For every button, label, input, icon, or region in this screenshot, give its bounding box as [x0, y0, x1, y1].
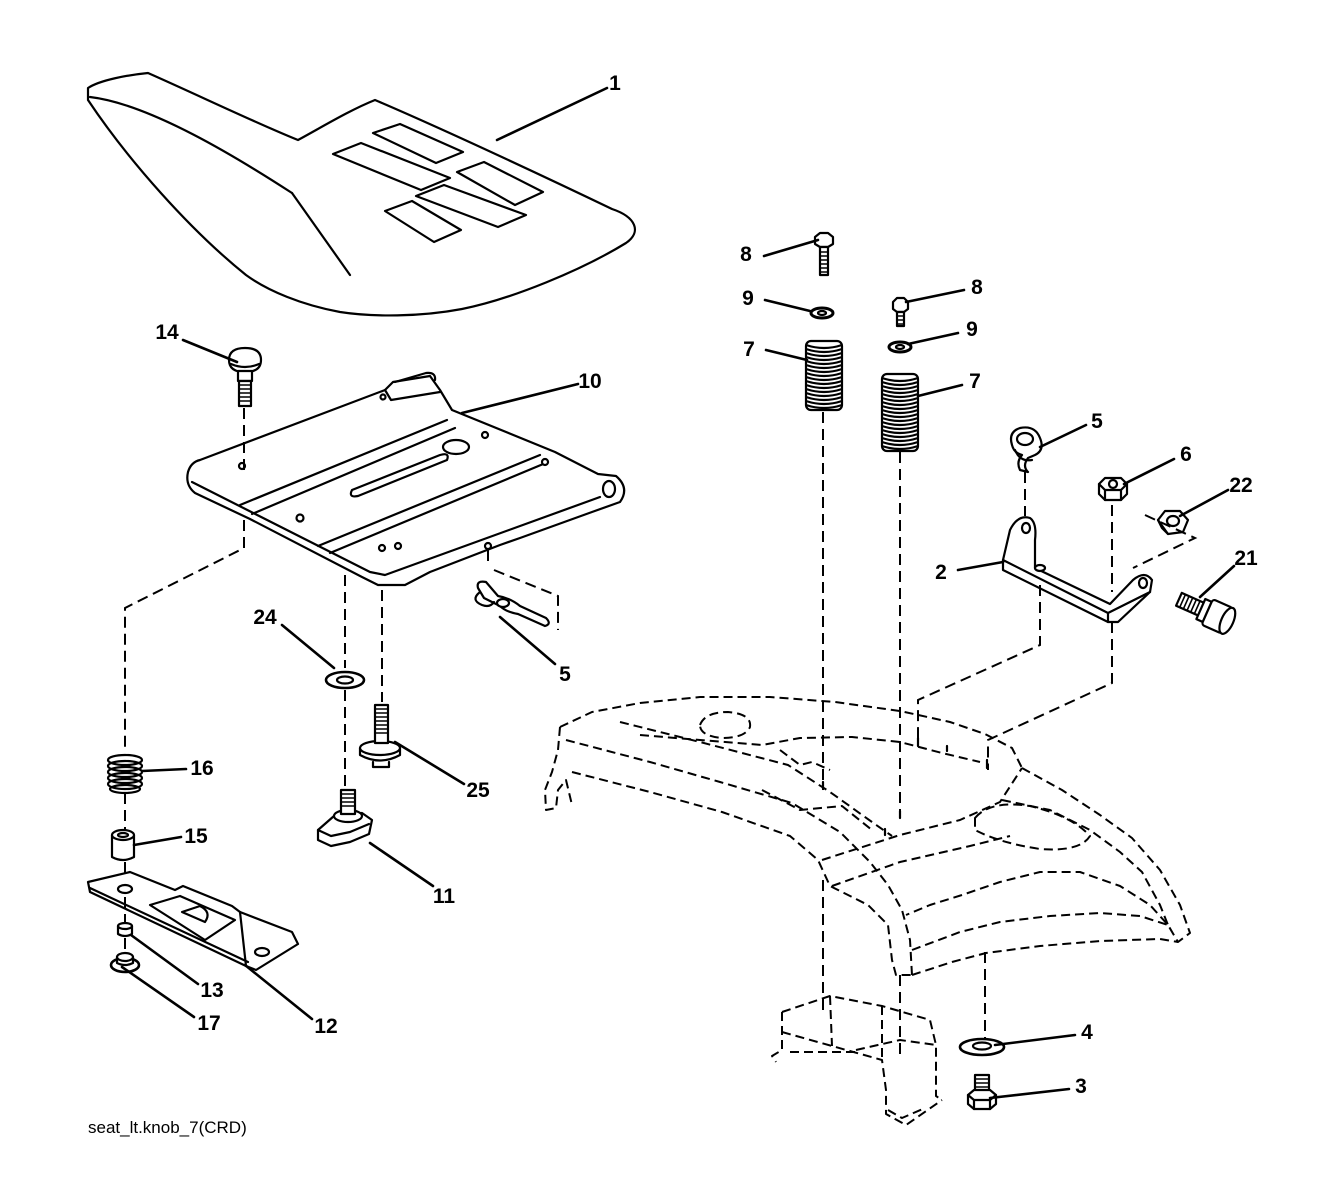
spring-large	[880, 372, 920, 453]
flange-bolt	[358, 703, 402, 769]
seat-pan	[186, 371, 626, 587]
leader-line	[129, 933, 200, 986]
callout-label: 21	[1234, 547, 1258, 570]
callout-label: 4	[1081, 1021, 1093, 1044]
spring-clip	[1009, 426, 1043, 474]
hex-bolt-bottom	[966, 1073, 998, 1111]
seat-pan-slot	[349, 453, 449, 498]
bracket	[1001, 516, 1154, 624]
seat-pad	[371, 122, 465, 165]
leader-line	[916, 383, 964, 398]
callout-label: 11	[433, 885, 456, 908]
callout-label: 8	[971, 276, 983, 299]
tractor-frame	[544, 696, 1191, 976]
seat-adjust-plate	[86, 870, 300, 972]
lock-nut	[116, 921, 134, 938]
callout-label: 12	[314, 1015, 337, 1038]
callout-label: 7	[969, 370, 981, 393]
leader-line	[1122, 457, 1176, 486]
lock-washer	[887, 340, 913, 354]
callout-label: 10	[578, 370, 601, 393]
seat	[86, 71, 637, 317]
leader-line	[764, 348, 809, 362]
knob	[316, 788, 374, 848]
leader-line	[988, 1087, 1071, 1100]
diagram-caption: seat_lt.knob_7(CRD)	[88, 1118, 247, 1137]
washer-nut	[109, 951, 141, 974]
spacer	[110, 828, 136, 862]
leader-line	[132, 835, 183, 847]
spring-small	[106, 753, 144, 795]
leader-line	[762, 238, 820, 258]
callout-label: 8	[740, 243, 752, 266]
callout-label: 14	[155, 321, 179, 344]
callout-label: 5	[1091, 410, 1103, 433]
hex-bolt	[813, 231, 835, 277]
leader-line	[460, 382, 580, 415]
leader-line	[120, 965, 196, 1019]
lower-mount-bracket	[771, 995, 943, 1126]
callout-label: 7	[743, 338, 755, 361]
seat-pad	[383, 199, 463, 244]
callout-label: 25	[466, 779, 490, 802]
carriage-bolt	[227, 346, 263, 408]
leader-line	[393, 740, 466, 786]
alignment-lines	[124, 408, 1198, 1055]
shoulder-bolt	[1174, 591, 1237, 635]
leader-line	[763, 298, 812, 313]
callout-label: 6	[1180, 443, 1192, 466]
leader-line	[280, 623, 336, 670]
leader-line	[993, 1033, 1077, 1047]
leader-line	[956, 560, 1005, 572]
callout-label: 9	[742, 287, 754, 310]
callout-label: 3	[1075, 1075, 1087, 1098]
spring-large	[804, 339, 844, 412]
leader-line	[906, 331, 960, 346]
callout-label: 22	[1229, 474, 1252, 497]
spring-clip	[474, 580, 550, 628]
flat-washer-large	[958, 1037, 1006, 1057]
hex-bolt	[891, 296, 910, 328]
callout-label: 1	[609, 72, 621, 95]
seat-pad	[414, 183, 528, 229]
callout-label: 9	[966, 318, 978, 341]
hex-nut	[1097, 476, 1129, 502]
leader-line	[181, 338, 239, 364]
leader-lines	[120, 86, 1236, 1100]
callout-labels: 1 14 10 24 5 16 25 15 11 13 12 17 8 9 7 …	[155, 72, 1258, 1098]
leader-line	[498, 615, 557, 666]
callout-label: 24	[253, 606, 277, 629]
lock-washer	[809, 306, 835, 320]
leader-line	[904, 288, 966, 304]
callout-label: 5	[559, 663, 571, 686]
leader-line	[1198, 564, 1236, 599]
flat-washer	[324, 670, 366, 690]
seat-pad	[331, 141, 452, 192]
leader-line	[243, 963, 314, 1021]
callout-label: 2	[935, 561, 947, 584]
callout-label: 16	[190, 757, 213, 780]
callout-label: 15	[184, 825, 208, 848]
leader-line	[1178, 488, 1230, 518]
leader-line	[140, 767, 188, 773]
callout-label: 13	[200, 979, 223, 1002]
seat-pad	[455, 160, 545, 207]
leader-line	[1038, 423, 1088, 449]
callout-label: 17	[197, 1012, 220, 1035]
leader-line	[368, 841, 435, 888]
leader-line	[495, 86, 609, 142]
